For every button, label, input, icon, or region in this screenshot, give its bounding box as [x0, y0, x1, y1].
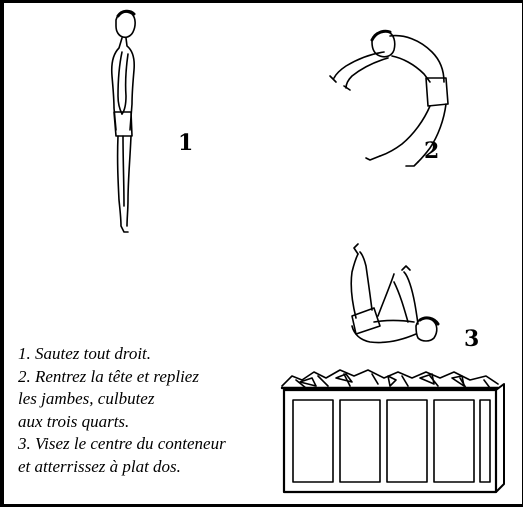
figure-1-standing-jump	[112, 11, 135, 232]
step-label-3: 3	[464, 328, 479, 350]
landing-container	[282, 370, 504, 492]
step-label-2: 2	[424, 140, 439, 162]
instruction-line: 1. Sautez tout droit.	[18, 343, 226, 366]
instruction-line: les jambes, culbutez	[18, 388, 226, 411]
instruction-line: 2. Rentrez la tête et repliez	[18, 366, 226, 389]
instructions-caption: 1. Sautez tout droit. 2. Rentrez la tête…	[18, 343, 226, 479]
instruction-line: 3. Visez le centre du conteneur	[18, 433, 226, 456]
instruction-line: et atterrissez à plat dos.	[18, 456, 226, 479]
figure-3-back-landing	[351, 244, 438, 343]
step-label-1: 1	[178, 132, 193, 154]
instruction-line: aux trois quarts.	[18, 411, 226, 434]
